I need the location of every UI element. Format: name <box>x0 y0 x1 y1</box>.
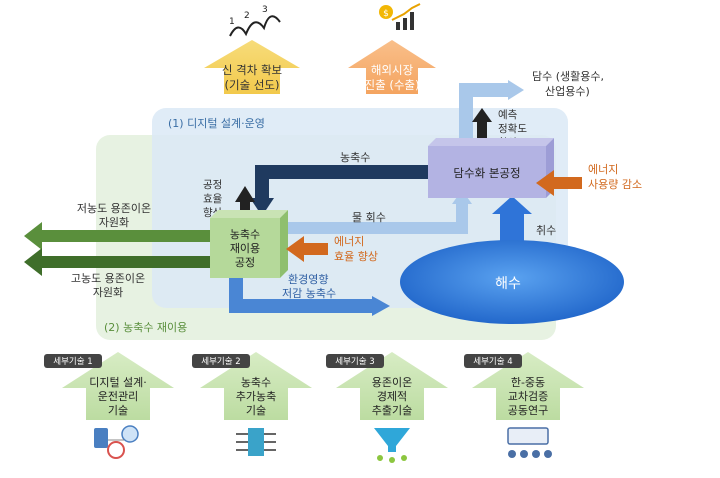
energy-efficiency-label-1: 에너지 <box>334 235 364 248</box>
goal-tech-leadership: 신 격차 확보 (기술 선도) <box>204 40 300 94</box>
meeting-table-icon <box>507 427 552 458</box>
detail-3-line-1: 용존이온 <box>372 376 412 389</box>
seawater-ellipse <box>400 240 624 324</box>
brine-label: 농축수 <box>340 151 370 164</box>
detail-2-badge: 세부기술 2 <box>201 357 240 367</box>
env-impact-label-2: 저감 농축수 <box>282 287 336 300</box>
money-growth-chart-icon: $ <box>379 3 421 30</box>
digital-region-label: (1) 디지털 설계·운영 <box>168 117 265 130</box>
reuse-region-label: (2) 농축수 재이용 <box>104 321 187 334</box>
svg-text:2: 2 <box>244 11 250 21</box>
low-conc-label-1: 저농도 용존이온 <box>77 202 151 215</box>
detail-2-line-2: 추가농축 <box>236 390 276 403</box>
desal-plant-label: 담수화 본공정 <box>453 166 520 180</box>
detail-1-line-2: 운전관리 <box>98 390 138 403</box>
fresh-water-label-2: 산업용수) <box>545 85 590 98</box>
filter-funnel-icon <box>374 428 410 463</box>
detail-4-line-1: 한-중동 <box>511 376 545 389</box>
predict-label-1: 예측 <box>498 108 518 121</box>
goal-export-label-1: 해외시장 <box>371 63 414 77</box>
high-conc-label-1: 고농도 용존이온 <box>71 272 145 285</box>
svg-text:$: $ <box>383 9 389 19</box>
reuse-plant-label-2: 재이용 <box>230 242 260 255</box>
detail-tech-3: 세부기술 3 용존이온 경제적 추출기술 <box>326 352 448 420</box>
goal-tech-label-1: 신 격차 확보 <box>222 63 282 77</box>
svg-text:1: 1 <box>229 17 235 27</box>
detail-tech-1: 세부기술 1 디지털 설계· 운전관리 기술 <box>44 352 174 420</box>
detail-1-line-3: 기술 <box>108 404 128 417</box>
detail-4-line-2: 교차검증 <box>508 390 548 403</box>
detail-1-badge: 세부기술 1 <box>53 357 92 367</box>
detail-tech-4: 세부기술 4 한-중동 교차검증 공동연구 <box>464 352 584 420</box>
detail-3-line-2: 경제적 <box>377 390 407 403</box>
high-conc-arrow <box>24 248 210 276</box>
detail-3-line-3: 추출기술 <box>372 404 412 417</box>
fresh-water-label-1: 담수 (생활용수, <box>532 69 604 83</box>
detail-1-line-1: 디지털 설계· <box>89 376 147 389</box>
energy-efficiency-arrow <box>286 236 328 262</box>
predict-up-arrow <box>472 108 492 140</box>
energy-saving-label-2: 사용량 감소 <box>588 178 642 191</box>
energy-efficiency-label-2: 효율 향상 <box>334 250 378 263</box>
energy-saving-arrow <box>536 170 582 196</box>
low-conc-arrow <box>24 222 210 250</box>
detail-4-line-3: 공동연구 <box>508 404 548 417</box>
detail-tech-2: 세부기술 2 농축수 추가농축 기술 <box>192 352 312 420</box>
reuse-plant-label-3: 공정 <box>235 256 255 269</box>
process-label-1: 공정 <box>203 179 222 191</box>
detail-3-badge: 세부기술 3 <box>335 357 374 367</box>
high-conc-label-2: 자원화 <box>93 286 123 299</box>
goal-export-label-2: 진출 (수출) <box>365 78 420 92</box>
membrane-module-icon <box>236 428 276 456</box>
energy-saving-label-1: 에너지 <box>588 163 618 176</box>
predict-label-2: 정확도 <box>498 122 527 135</box>
goal-export: 해외시장 진출 (수출) <box>348 40 436 94</box>
fresh-water-arrow <box>459 80 524 140</box>
goal-tech-label-2: (기술 선도) <box>225 78 280 92</box>
low-conc-label-2: 자원화 <box>99 216 129 229</box>
detail-2-line-1: 농축수 <box>241 376 271 389</box>
intake-label: 취수 <box>536 224 556 237</box>
digital-control-icon <box>94 425 139 459</box>
svg-text:3: 3 <box>262 5 268 15</box>
step-123-icon: 1 2 3 <box>229 5 281 37</box>
reuse-plant-box <box>210 210 288 278</box>
detail-2-line-3: 기술 <box>246 404 266 417</box>
process-label-2: 효율 <box>203 193 223 205</box>
detail-4-badge: 세부기술 4 <box>473 357 512 367</box>
seawater-label: 해수 <box>495 276 521 292</box>
env-impact-arrow <box>229 278 390 316</box>
reuse-plant-label-1: 농축수 <box>230 228 260 241</box>
brine-arrow <box>250 165 432 216</box>
water-recovery-label: 물 회수 <box>352 211 386 224</box>
env-impact-label-1: 환경영향 <box>288 273 328 286</box>
